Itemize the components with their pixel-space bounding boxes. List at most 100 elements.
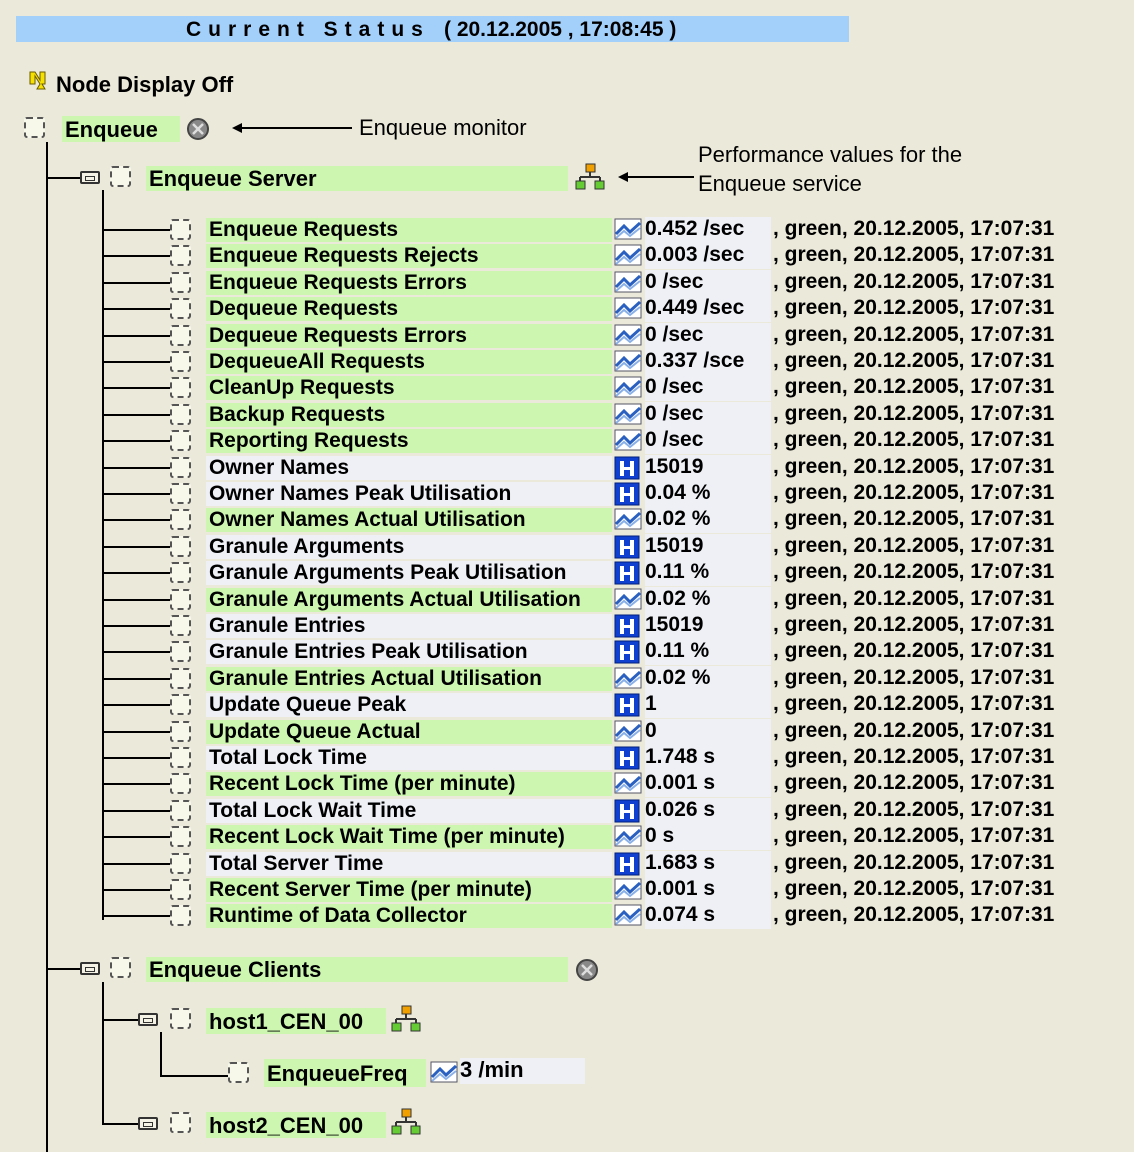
metric-label[interactable]: Granule Arguments Actual Utilisation [206, 588, 612, 612]
performance-chart-icon[interactable] [614, 297, 642, 324]
metric-checkbox[interactable] [170, 668, 191, 689]
host1-checkbox[interactable] [170, 1008, 191, 1029]
metric-checkbox[interactable] [170, 853, 191, 874]
metric-checkbox[interactable] [170, 377, 191, 398]
performance-chart-icon[interactable] [614, 720, 642, 747]
enqueue-server-node[interactable]: Enqueue Server [146, 166, 568, 191]
metric-label[interactable]: Enqueue Requests Rejects [206, 244, 612, 268]
enqueue-clients-checkbox[interactable] [110, 957, 131, 978]
info-icon[interactable] [614, 535, 640, 564]
metric-label[interactable]: Owner Names [206, 456, 612, 480]
metric-label[interactable]: Owner Names Peak Utilisation [206, 482, 612, 506]
info-icon[interactable] [614, 746, 640, 775]
metric-checkbox[interactable] [170, 721, 191, 742]
collapse-icon[interactable] [80, 171, 100, 184]
metric-checkbox[interactable] [170, 879, 191, 900]
host2-node[interactable]: host2_CEN_00 [206, 1112, 386, 1138]
metric-label[interactable]: Owner Names Actual Utilisation [206, 508, 612, 532]
host1-node[interactable]: host1_CEN_00 [206, 1008, 386, 1034]
metric-checkbox[interactable] [170, 905, 191, 926]
performance-chart-icon[interactable] [614, 271, 642, 298]
info-icon[interactable] [614, 614, 640, 643]
metric-label[interactable]: DequeueAll Requests [206, 350, 612, 374]
metric-checkbox[interactable] [170, 430, 191, 451]
performance-chart-icon[interactable] [614, 218, 642, 245]
network-icon[interactable] [575, 163, 605, 191]
metric-label[interactable]: Total Server Time [206, 852, 612, 876]
metric-checkbox[interactable] [170, 245, 191, 266]
performance-chart-icon[interactable] [614, 244, 642, 271]
performance-chart-icon[interactable] [614, 376, 642, 403]
performance-chart-icon[interactable] [614, 772, 642, 799]
metric-label[interactable]: Enqueue Requests [206, 218, 612, 242]
performance-chart-icon[interactable] [614, 324, 642, 351]
metric-label[interactable]: Total Lock Wait Time [206, 799, 612, 823]
metric-checkbox[interactable] [170, 589, 191, 610]
metric-checkbox[interactable] [170, 536, 191, 557]
performance-chart-icon[interactable] [614, 878, 642, 905]
metric-label[interactable]: Update Queue Actual [206, 720, 612, 744]
metric-label[interactable]: Backup Requests [206, 403, 612, 427]
metric-label[interactable]: CleanUp Requests [206, 376, 612, 400]
performance-chart-icon[interactable] [614, 904, 642, 931]
metric-label[interactable]: Recent Server Time (per minute) [206, 878, 612, 902]
host2-checkbox[interactable] [170, 1112, 191, 1133]
metric-checkbox[interactable] [170, 562, 191, 583]
metric-checkbox[interactable] [170, 826, 191, 847]
metric-checkbox[interactable] [170, 747, 191, 768]
metric-label[interactable]: Enqueue Requests Errors [206, 271, 612, 295]
metric-checkbox[interactable] [170, 325, 191, 346]
info-icon[interactable] [614, 852, 640, 881]
info-icon[interactable] [614, 456, 640, 485]
performance-chart-icon[interactable] [614, 667, 642, 694]
metric-label[interactable]: Granule Entries [206, 614, 612, 638]
performance-chart-icon[interactable] [614, 588, 642, 615]
metric-label[interactable]: Total Lock Time [206, 746, 612, 770]
performance-chart-icon[interactable] [430, 1061, 458, 1083]
metric-label[interactable]: Dequeue Requests Errors [206, 324, 612, 348]
inactive-status-icon[interactable] [186, 117, 210, 141]
metric-checkbox[interactable] [170, 404, 191, 425]
metric-checkbox[interactable] [170, 272, 191, 293]
metric-checkbox[interactable] [170, 773, 191, 794]
metric-checkbox[interactable] [170, 615, 191, 636]
network-icon[interactable] [391, 1005, 421, 1033]
metric-checkbox[interactable] [170, 800, 191, 821]
metric-checkbox[interactable] [170, 694, 191, 715]
enqueuefreq-node[interactable]: EnqueueFreq [264, 1059, 426, 1087]
performance-chart-icon[interactable] [614, 825, 642, 852]
performance-chart-icon[interactable] [614, 429, 642, 456]
metric-label[interactable]: Granule Arguments Peak Utilisation [206, 561, 612, 585]
info-icon[interactable] [614, 482, 640, 511]
enqueuefreq-checkbox[interactable] [228, 1062, 249, 1083]
enqueue-node[interactable]: Enqueue [62, 116, 180, 142]
metric-label[interactable]: Runtime of Data Collector [206, 904, 612, 928]
metric-label[interactable]: Granule Entries Actual Utilisation [206, 667, 612, 691]
info-icon[interactable] [614, 693, 640, 722]
metric-checkbox[interactable] [170, 457, 191, 478]
metric-checkbox[interactable] [170, 298, 191, 319]
info-icon[interactable] [614, 640, 640, 669]
metric-checkbox[interactable] [170, 509, 191, 530]
info-icon[interactable] [614, 561, 640, 590]
performance-chart-icon[interactable] [614, 350, 642, 377]
inactive-status-icon[interactable] [575, 958, 599, 982]
performance-chart-icon[interactable] [614, 508, 642, 535]
metric-checkbox[interactable] [170, 483, 191, 504]
metric-label[interactable]: Reporting Requests [206, 429, 612, 453]
metric-checkbox[interactable] [170, 641, 191, 662]
metric-label[interactable]: Update Queue Peak [206, 693, 612, 717]
expand-icon[interactable] [138, 1117, 158, 1130]
metric-label[interactable]: Dequeue Requests [206, 297, 612, 321]
collapse-icon[interactable] [138, 1013, 158, 1026]
enqueue-checkbox[interactable] [24, 117, 45, 138]
performance-chart-icon[interactable] [614, 403, 642, 430]
metric-label[interactable]: Recent Lock Wait Time (per minute) [206, 825, 612, 849]
metric-label[interactable]: Granule Arguments [206, 535, 612, 559]
metric-label[interactable]: Recent Lock Time (per minute) [206, 772, 612, 796]
metric-checkbox[interactable] [170, 219, 191, 240]
metric-label[interactable]: Granule Entries Peak Utilisation [206, 640, 612, 664]
enqueue-server-checkbox[interactable] [110, 166, 131, 187]
network-icon[interactable] [391, 1108, 421, 1136]
enqueue-clients-node[interactable]: Enqueue Clients [146, 957, 568, 982]
